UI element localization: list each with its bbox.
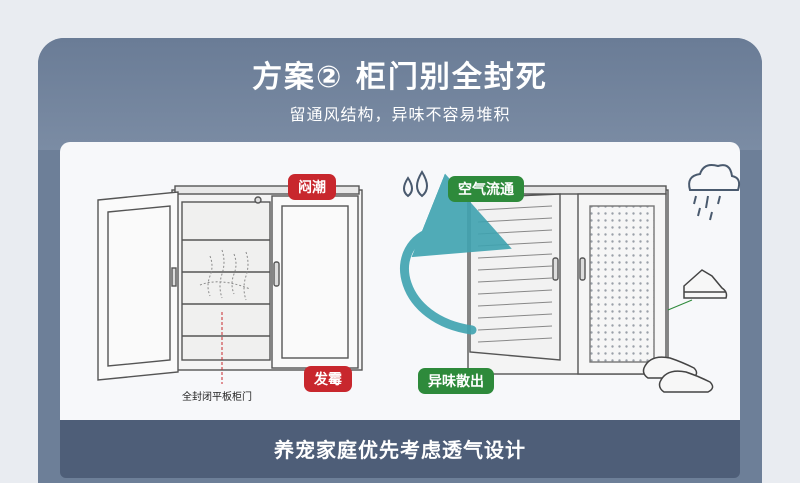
sneaker-icon: [683, 269, 728, 299]
mold-tag: 发霉: [304, 366, 352, 392]
sealed-door-caption: 全封闭平板柜门: [182, 392, 252, 403]
shoe-pointer: [667, 299, 693, 311]
airflow-arrow-icon: [400, 173, 512, 335]
odor-release-tag: 异味散出: [418, 368, 494, 394]
airflow-tag: 空气流通: [448, 176, 524, 202]
ventilated-cabinet: [467, 185, 669, 375]
humid-tag: 闷潮: [288, 174, 336, 200]
water-drop-icon: [403, 170, 428, 198]
footer-bar: 养宠家庭优先考虑透气设计: [60, 420, 740, 478]
dress-shoes-icon: [642, 356, 714, 393]
moisture-lines: [199, 249, 251, 301]
page-title: 方案② 柜门别全封死: [252, 60, 548, 95]
page-subtitle: 留通风结构，异味不容易堆积: [289, 105, 511, 124]
rain-cloud-icon: [688, 164, 741, 221]
sealed-cabinet: [97, 185, 363, 381]
header-band: [38, 38, 762, 150]
footer-text: 养宠家庭优先考虑透气设计: [274, 438, 526, 462]
